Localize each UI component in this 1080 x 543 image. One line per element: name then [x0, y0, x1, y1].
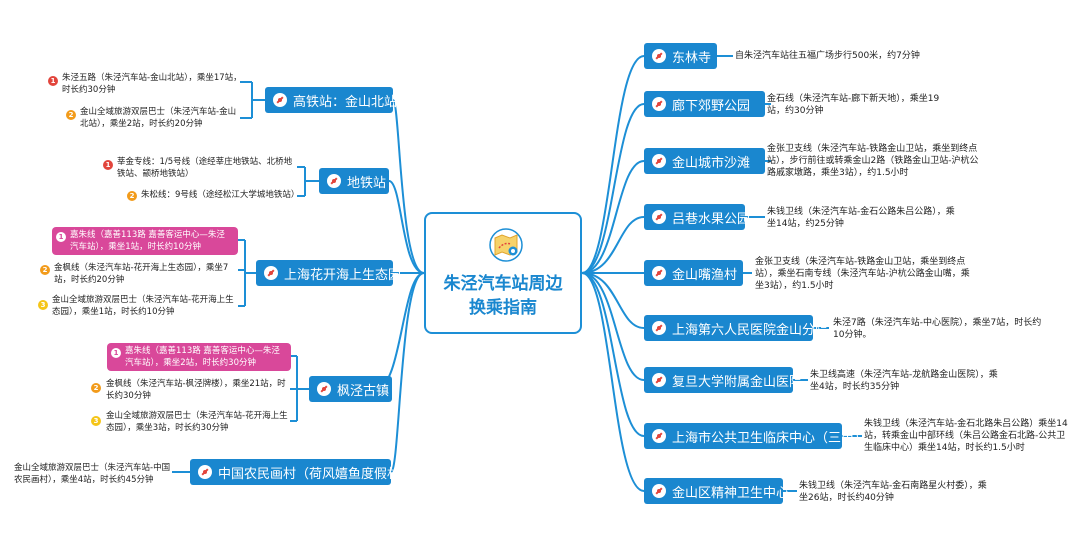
node-label: 枫泾古镇 [337, 383, 390, 399]
node-label: 中国农民画村（荷风嬉鱼度假村） [218, 466, 414, 482]
number-badge: 2 [91, 383, 101, 393]
node-langxia-park[interactable]: 廊下郊野公园 [644, 91, 765, 117]
node-label: 地铁站 [347, 175, 387, 191]
route-desc: 朱钱卫线（朱泾汽车站-金石公路朱吕公路），乘坐14站，约25分钟 [767, 207, 955, 229]
node-label: 廊下郊野公园 [672, 98, 751, 114]
node-jinshanzui[interactable]: 金山嘴渔村 [644, 260, 743, 286]
route-item: 朱泾五路（朱泾汽车站-金山北站），乘坐17站，时长约30分钟 [62, 73, 242, 95]
route-item: 莘金专线：1/5号线（途经莘庄地铁站、北桥地铁站、颛桥地铁站） [117, 157, 293, 179]
title-line-2: 换乘指南 [469, 298, 537, 318]
number-badge: 2 [66, 110, 76, 120]
pin-icon [652, 154, 666, 168]
pin-icon [317, 382, 331, 396]
node-fudan-hospital[interactable]: 复旦大学附属金山医院 [644, 367, 802, 393]
route-desc: 金张卫支线（朱泾汽车站-铁路金山卫站，乘坐到终点站），乘坐石南专线（朱泾汽车站-… [755, 257, 970, 291]
route-item: 嘉朱线（嘉善113路 嘉善客运中心—朱泾汽车站），乘坐2站，时长约30分钟 [125, 346, 280, 368]
node-label: 高铁站：金山北站 [293, 94, 398, 110]
node-label: 金山区精神卫生中心 [672, 485, 790, 501]
node-peasant-painting-village[interactable]: 中国农民画村（荷风嬉鱼度假村） [190, 459, 413, 485]
node-label: 金山城市沙滩 [672, 155, 751, 171]
pin-icon [652, 373, 666, 387]
route-desc: 金张卫支线（朱泾汽车站-铁路金山卫站，乘坐到终点站），步行前往或转乘金山2路（铁… [767, 144, 979, 178]
route-desc: 自朱泾汽车站往五福广场步行500米，约7分钟 [735, 51, 920, 61]
route-item: 金山全域旅游双层巴士（朱泾汽车站-金山北站），乘坐2站，时长约20分钟 [80, 107, 237, 129]
title-line-1: 朱泾汽车站周边 [443, 274, 563, 294]
number-badge: 3 [91, 416, 101, 426]
node-public-health-center[interactable]: 上海市公共卫生临床中心（三甲） [644, 423, 867, 449]
route-item: 朱松线：9号线（途经松江大学城地铁站） [141, 190, 300, 200]
route-item: 金枫线（朱泾汽车站-枫泾牌楼），乘坐21站，时长约30分钟 [106, 379, 286, 401]
pin-icon [652, 266, 666, 280]
route-desc: 金石线（朱泾汽车站-廊下新天地），乘坐19站，约30分钟 [767, 94, 940, 116]
node-label: 东林寺 [672, 50, 712, 66]
pin-icon [652, 49, 666, 63]
number-badge: 1 [103, 160, 113, 170]
pin-icon [198, 465, 212, 479]
number-badge: 1 [48, 76, 58, 86]
node-label: 复旦大学附属金山医院 [672, 374, 803, 390]
node-label: 上海第六人民医院金山分院 [672, 322, 829, 338]
page-title: 朱泾汽车站周边 换乘指南 [426, 272, 580, 320]
pin-icon [264, 266, 278, 280]
pin-icon [652, 429, 666, 443]
pin-icon [273, 93, 287, 107]
highlighted-route: 1 嘉朱线（嘉善113路 嘉善客运中心—朱泾汽车站），乘坐1站，时长约10分钟 [52, 227, 238, 255]
node-lvxiang-park[interactable]: 吕巷水果公园 [644, 204, 750, 230]
node-label: 吕巷水果公园 [672, 211, 751, 227]
node-sixth-hospital[interactable]: 上海第六人民医院金山分院 [644, 315, 828, 341]
route-desc: 朱泾7路（朱泾汽车站-中心医院），乘坐7站，时长约10分钟。 [833, 318, 1042, 340]
pin-icon [652, 321, 666, 335]
node-label: 金山嘴渔村 [672, 267, 738, 283]
pin-icon [652, 97, 666, 111]
pin-icon [652, 210, 666, 224]
pin-icon [327, 174, 341, 188]
node-metro-station[interactable]: 地铁站 [319, 168, 389, 194]
node-fengjing-town[interactable]: 枫泾古镇 [309, 376, 392, 402]
node-donglin-temple[interactable]: 东林寺 [644, 43, 717, 69]
route-desc: 金山全域旅游双层巴士（朱泾汽车站-中国农民画村），乘坐4站，时长约45分钟 [14, 463, 171, 485]
route-item: 金山全域旅游双层巴士（朱泾汽车站-花开海上生态园），乘坐1站，时长约10分钟 [52, 295, 234, 317]
route-item: 金枫线（朱泾汽车站-花开海上生态园），乘坐7站，时长约20分钟 [54, 263, 229, 285]
route-desc: 朱钱卫线（朱泾汽车站-金石南路星火村委），乘坐26站，时长约40分钟 [799, 481, 987, 503]
number-badge: 2 [127, 191, 137, 201]
pin-icon [652, 484, 666, 498]
route-desc: 朱卫线高速（朱泾汽车站-龙航路金山医院），乘坐4站，时长约35分钟 [810, 370, 998, 392]
highlighted-route: 1 嘉朱线（嘉善113路 嘉善客运中心—朱泾汽车站），乘坐2站，时长约30分钟 [107, 343, 291, 371]
node-label: 上海花开海上生态园 [284, 267, 402, 283]
number-badge: 2 [40, 265, 50, 275]
number-badge: 3 [38, 300, 48, 310]
node-jinshan-north-station[interactable]: 高铁站：金山北站 [265, 87, 397, 113]
map-icon [489, 228, 523, 262]
route-desc: 朱钱卫线（朱泾汽车站-金石北路朱吕公路）乘坐14站，转乘金山中部环线（朱吕公路金… [864, 419, 1068, 453]
number-badge: 1 [111, 348, 121, 358]
number-badge: 1 [56, 232, 66, 242]
route-item: 嘉朱线（嘉善113路 嘉善客运中心—朱泾汽车站），乘坐1站，时长约10分钟 [70, 230, 225, 252]
route-item: 金山全域旅游双层巴士（朱泾汽车站-花开海上生态园），乘坐3站，时长约30分钟 [106, 411, 288, 433]
node-mental-health-center[interactable]: 金山区精神卫生中心 [644, 478, 789, 504]
node-huakai-ecopark[interactable]: 上海花开海上生态园 [256, 260, 401, 286]
node-label: 上海市公共卫生临床中心（三甲） [672, 430, 868, 446]
central-topic: 朱泾汽车站周边 换乘指南 [424, 212, 582, 334]
node-city-beach[interactable]: 金山城市沙滩 [644, 148, 765, 174]
